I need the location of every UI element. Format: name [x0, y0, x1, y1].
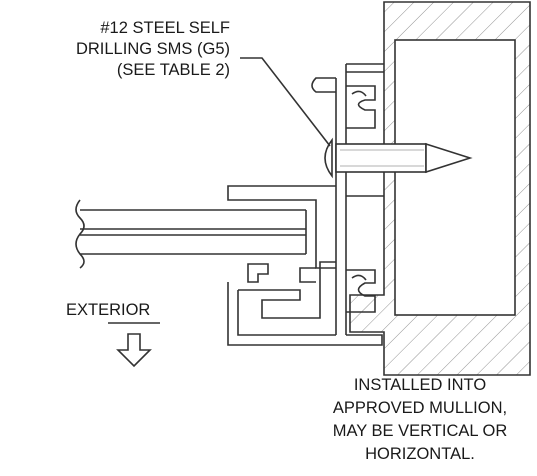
callout-line-1: #12 STEEL SELF	[100, 19, 230, 37]
glass-panel	[75, 199, 307, 269]
note-line-4: HORIZONTAL.	[365, 445, 475, 463]
callout-line-2: DRILLING SMS (G5)	[75, 40, 230, 58]
exterior-arrow-icon	[108, 322, 160, 368]
installation-note: INSTALLED INTO APPROVED MULLION, MAY BE …	[310, 374, 530, 466]
self-drilling-screw	[324, 137, 473, 179]
exterior-label: EXTERIOR	[66, 301, 151, 319]
note-line-2: APPROVED MULLION,	[332, 399, 508, 417]
callout-leader	[240, 57, 331, 147]
frame-extrusion	[227, 63, 384, 346]
note-line-1: INSTALLED INTO	[353, 376, 487, 394]
mullion-section	[349, 1, 531, 376]
screw-callout: #12 STEEL SELF DRILLING SMS (G5) (SEE TA…	[12, 18, 230, 81]
note-line-3: MAY BE VERTICAL OR	[332, 422, 508, 440]
callout-line-3: (SEE TABLE 2)	[116, 61, 230, 79]
